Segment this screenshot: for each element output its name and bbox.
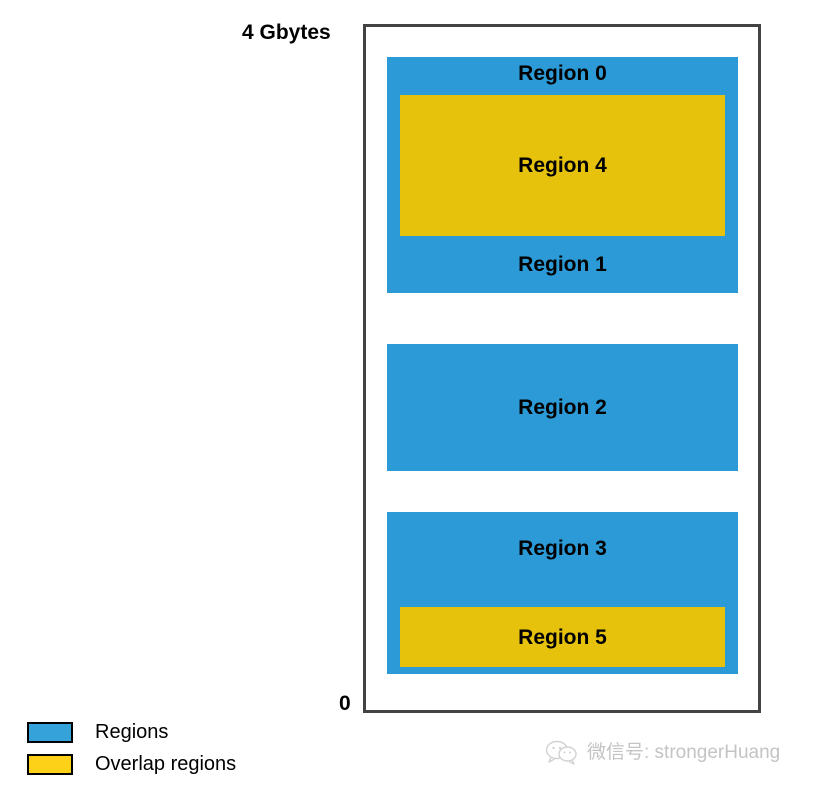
region-label-2: Region 2 [518, 396, 607, 419]
legend-swatch-overlap-regions [27, 753, 73, 775]
region-label-1: Region 1 [518, 253, 607, 276]
scale-label-top: 4 Gbytes [242, 21, 331, 44]
region-label-4: Region 4 [518, 154, 607, 177]
legend-swatch-regions [27, 721, 73, 743]
legend-label-regions: Regions [95, 721, 169, 743]
region-block-2: Region 2 [387, 344, 738, 471]
legend-item-regions: Regions [27, 716, 236, 748]
wechat-icon [545, 739, 579, 765]
legend: Regions Overlap regions [27, 716, 236, 780]
legend-item-overlap-regions: Overlap regions [27, 748, 236, 780]
region-label-5: Region 5 [518, 625, 607, 649]
region-label-3: Region 3 [518, 537, 607, 560]
region-block-4: Region 4 [400, 95, 725, 236]
region-block-5: Region 5 [400, 607, 725, 667]
region-label-0: Region 0 [518, 62, 607, 85]
legend-label-overlap-regions: Overlap regions [95, 753, 237, 775]
watermark: 微信号: strongerHuang [545, 739, 780, 765]
scale-label-bottom: 0 [339, 692, 351, 715]
watermark-text: 微信号: strongerHuang [587, 741, 781, 763]
